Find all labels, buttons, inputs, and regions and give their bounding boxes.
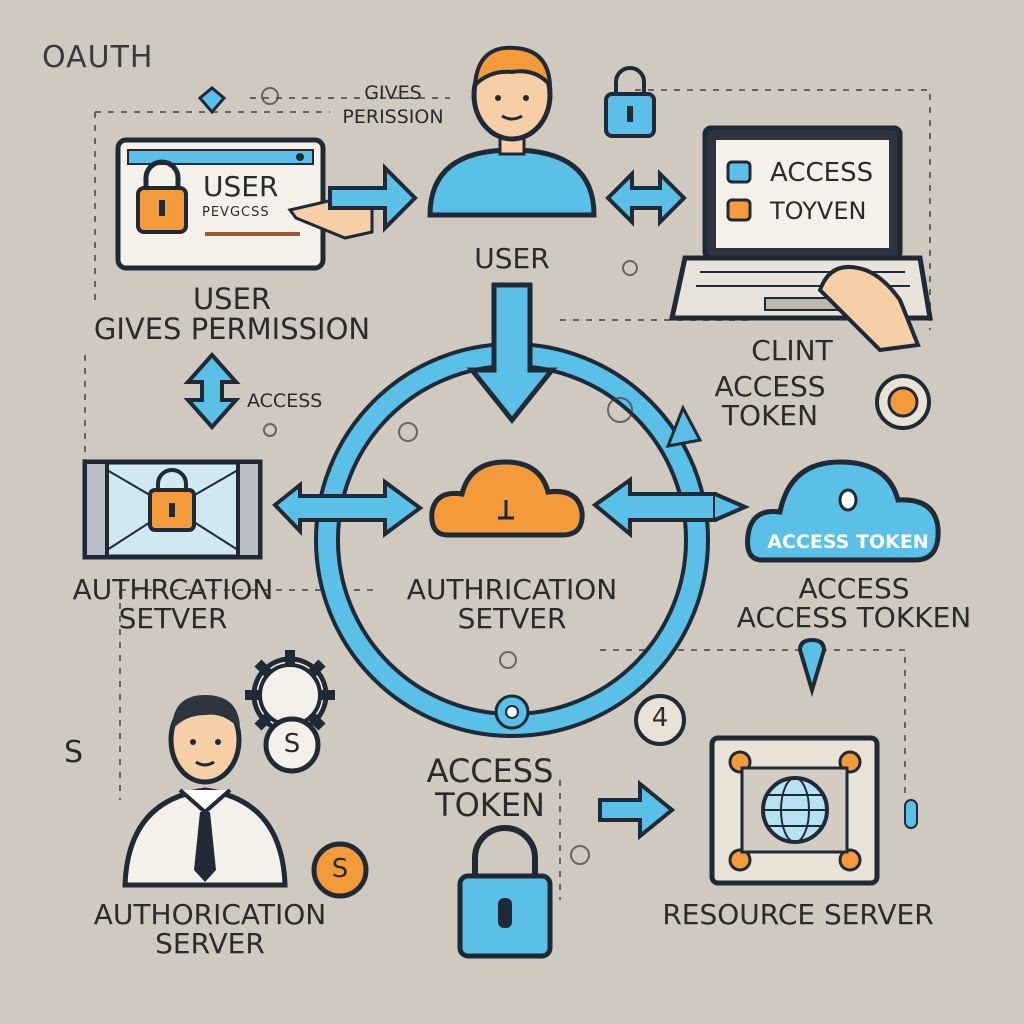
padlock-icon	[457, 825, 553, 959]
permission-caption-line1: USER	[192, 282, 272, 316]
permission-caption: USER GIVES PERMISSION	[62, 284, 402, 345]
step-number: 4	[651, 703, 669, 733]
arrow-icon	[466, 282, 558, 425]
resource-server-caption: RESOURCE SERVER	[662, 898, 934, 931]
client-screen-line2: TOYVEN	[770, 197, 867, 225]
padlock-icon	[136, 159, 188, 234]
step-marker	[634, 694, 686, 746]
auth-server-panel	[82, 459, 263, 560]
left-auth-server-line2: SETVER	[118, 602, 228, 636]
client-token-line1: ACCESS	[714, 370, 826, 403]
permission-window	[115, 137, 326, 271]
diamond-icon	[197, 86, 227, 115]
client-caption: CLINT	[751, 334, 833, 367]
toggle-icon	[904, 799, 918, 829]
permission-caption-line2: GIVES PERMISSION	[93, 312, 371, 347]
diagram-title: OAUTH	[42, 40, 154, 75]
bottom-auth-server-caption: AUTHORICATION SERVER	[50, 900, 370, 959]
cloud-icon	[429, 459, 585, 538]
center-auth-server-line1: AUTHRICATION	[406, 573, 618, 606]
decorative-marks	[261, 87, 638, 865]
bottom-auth-server-line1: AUTHORICATION	[93, 898, 327, 931]
user-gives-line2: PERISSION	[342, 105, 444, 128]
bottom-access-token-line1: ACCESS	[426, 752, 554, 790]
auth-server-person	[122, 695, 288, 888]
bottom-access-token-caption: ACCESS TOKEN	[390, 752, 590, 824]
client-token-caption: ACCESS TOKEN	[690, 372, 850, 431]
client-token-line2: TOKEN	[721, 399, 819, 433]
arrow-icon	[605, 169, 687, 227]
globe-icon	[761, 776, 829, 844]
left-auth-server-caption: AUTHRCATION SETVER	[28, 575, 318, 634]
gear-icon	[245, 650, 335, 740]
permission-window-scribble: PEVGCSS	[202, 205, 270, 220]
coin-icon	[311, 841, 369, 899]
left-access-label: ACCESS	[247, 390, 323, 412]
arrow-icon	[598, 779, 676, 841]
access-token-caption-line2: ACCESS TOKKEN	[736, 601, 972, 635]
access-token-caption: ACCESS ACCESS TOKKEN	[716, 574, 992, 633]
cloud-icon	[745, 459, 941, 563]
user-caption: USER	[474, 242, 550, 275]
gear-coin-label: S	[283, 729, 301, 759]
client-screen-line1: ACCESS	[770, 158, 874, 188]
cloud-access-token-label: ACCESS TOKEN	[767, 531, 929, 553]
hand-icon	[817, 265, 921, 353]
arrow-icon	[272, 478, 424, 538]
bottom-auth-server-line2: SERVER	[155, 927, 265, 961]
orange-coin-label: S	[331, 854, 349, 884]
user-avatar	[427, 45, 597, 218]
coin-icon	[263, 716, 321, 774]
arrow-icon	[591, 476, 751, 539]
left-auth-server-line1: AUTHRCATION	[72, 573, 274, 606]
padlock-icon	[604, 66, 656, 138]
center-auth-server-line2: SETVER	[457, 602, 567, 636]
arrow-icon	[183, 351, 241, 431]
pin-icon	[797, 637, 827, 697]
user-gives-line1: GIVES	[364, 82, 422, 104]
client-laptop	[668, 125, 933, 321]
side-s-label: S	[64, 735, 84, 770]
user-gives-caption: GIVES PERISSION	[318, 82, 468, 130]
permission-window-user-label: USER	[203, 170, 279, 203]
center-auth-server-caption: AUTHRICATION SETVER	[372, 575, 652, 634]
arrow-icon	[328, 163, 418, 233]
dashed-connectors	[84, 89, 931, 900]
bottom-access-token-line2: TOKEN	[435, 785, 545, 824]
access-token-caption-line1: ACCESS	[798, 572, 910, 605]
target-icon	[875, 374, 931, 430]
